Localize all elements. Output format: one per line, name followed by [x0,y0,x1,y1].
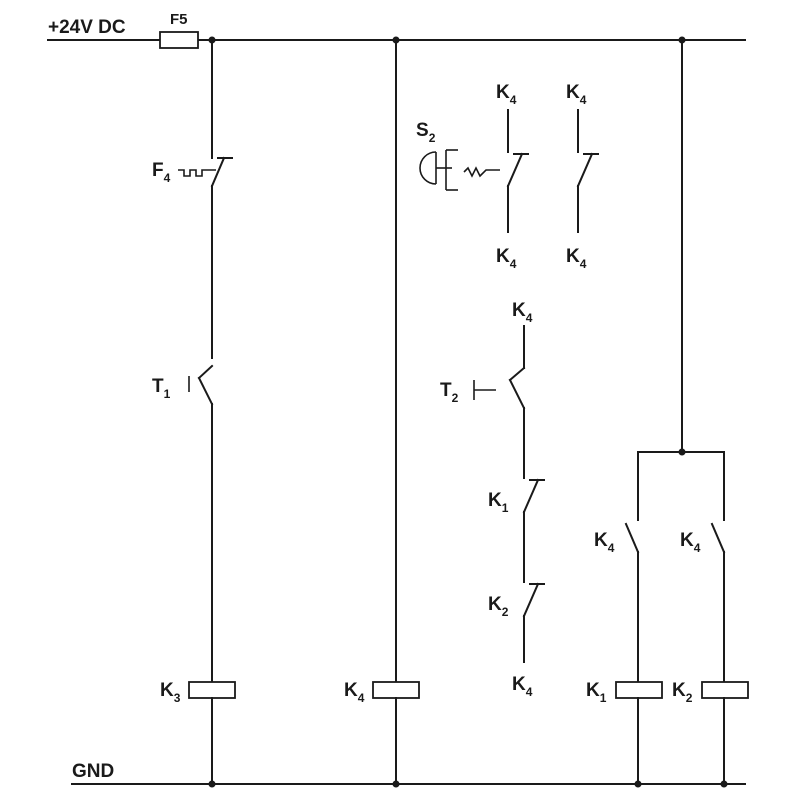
coil-k2 [701,681,749,699]
label-k1-coil: K1 [586,680,607,705]
junction-dot [720,780,728,788]
junction-dot [678,448,686,456]
label-k4-c-bot: K4 [512,674,533,699]
coil-k3 [188,681,236,699]
label-s2: S2 [416,120,436,145]
ground-label: GND [72,761,114,782]
label-f4: F4 [152,160,171,185]
label-k4-no2: K4 [680,530,701,555]
fuse-label: F5 [170,11,188,28]
label-k4-c-top: K4 [512,300,533,325]
label-k4-a-top: K4 [496,82,517,107]
contact-chain-t2-k1-k2 [473,325,545,663]
label-k2-coil: K2 [672,680,693,705]
fuse-f5: F5 [159,11,199,49]
junction-dot [634,780,642,788]
contact-s2-k4 [419,109,529,233]
contact-f4 [178,156,233,188]
label-k2-nc: K2 [488,594,509,619]
label-k4-b-top: K4 [566,82,587,107]
branch-1 [178,39,236,785]
label-k4-coil: K4 [344,680,365,705]
supply-label: +24V DC [48,17,126,38]
label-k4-no1: K4 [594,530,615,555]
junction-dot [208,780,216,788]
label-t1: T1 [152,376,171,401]
junction-dot [678,36,686,44]
contact-k4-standalone [576,109,599,233]
contact-t1 [188,364,214,406]
junction-dot [208,36,216,44]
junction-dots [208,36,728,788]
branch-right [615,39,749,785]
label-k1-nc: K1 [488,490,509,515]
label-k4-b-bot: K4 [566,246,587,271]
coil-k4 [372,681,420,699]
branch-2 [372,39,420,785]
junction-dot [392,36,400,44]
label-t2: T2 [440,380,459,405]
coil-k1 [615,681,663,699]
label-k3-coil: K3 [160,680,181,705]
label-k4-a-bot: K4 [496,246,517,271]
junction-dot [392,780,400,788]
